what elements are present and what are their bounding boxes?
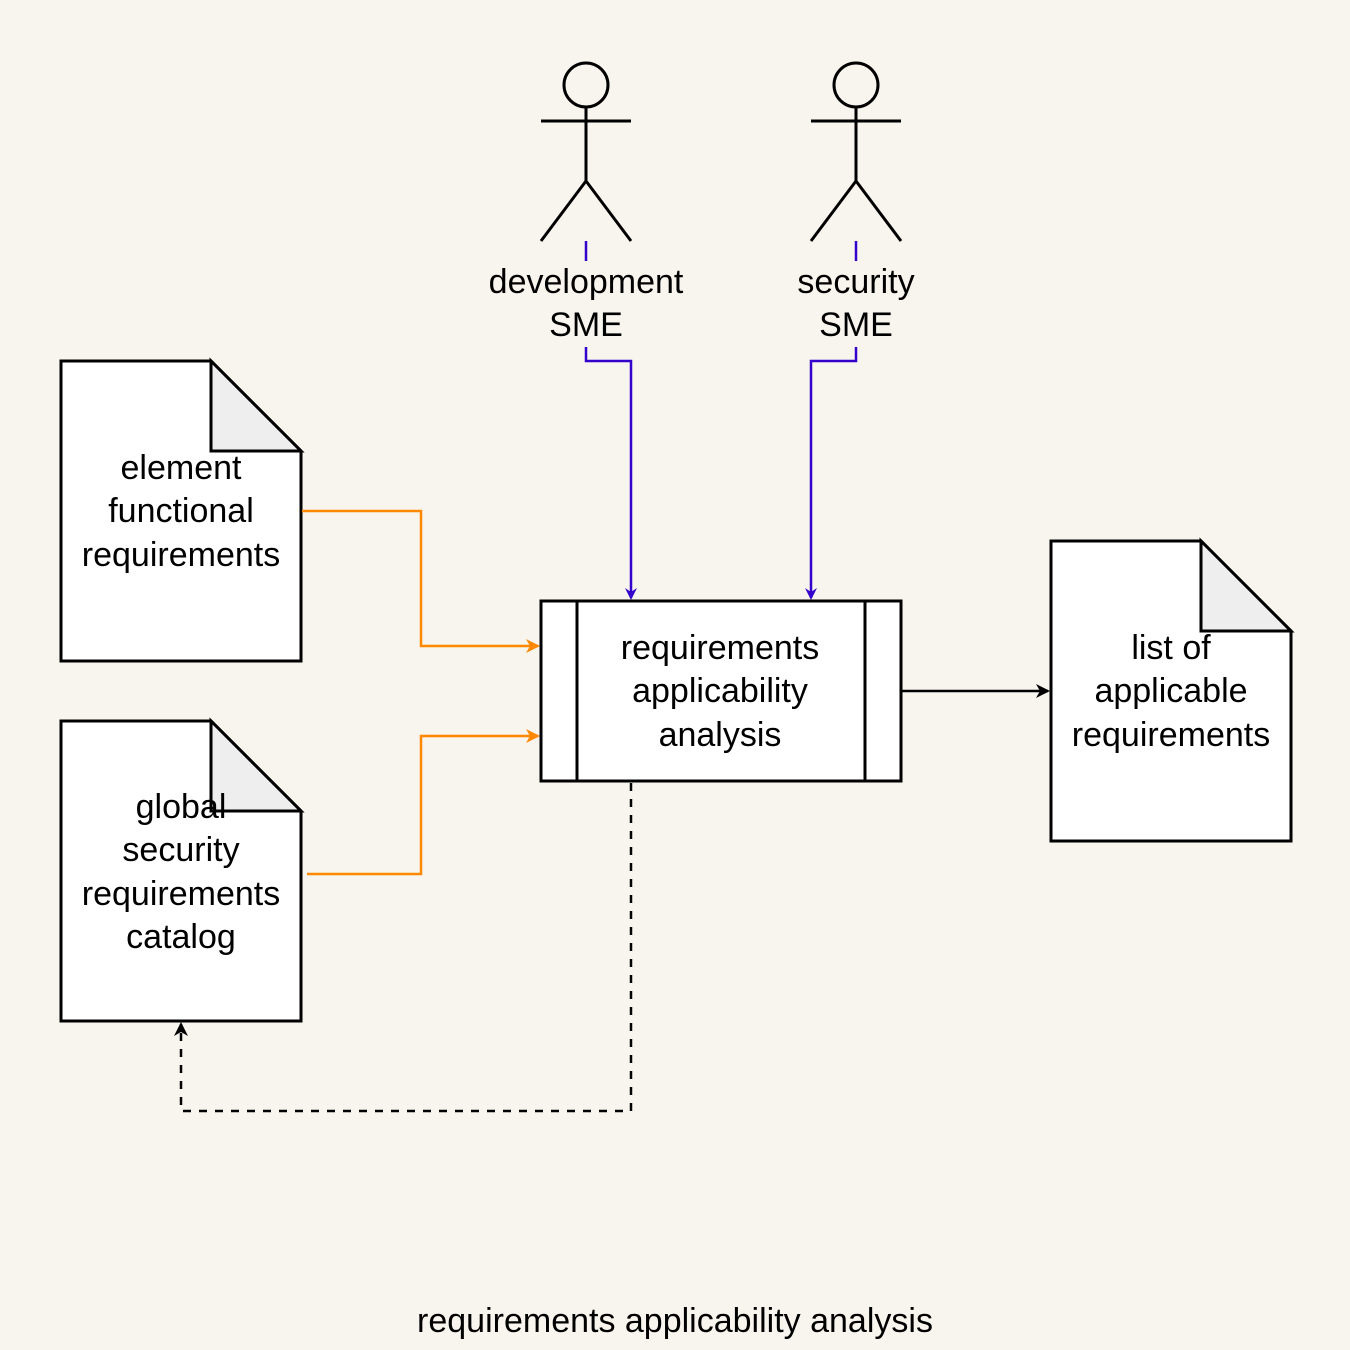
- process-label-line1: requirements: [621, 629, 819, 667]
- document-element-functional-requirements[interactable]: element functional requirements: [59, 357, 305, 663]
- document-functional-line1: element: [121, 449, 243, 487]
- document-output-line1: list of: [1131, 629, 1211, 667]
- stick-figure-icon: [539, 61, 633, 242]
- actor-security-sme[interactable]: security SME: [797, 61, 915, 344]
- document-fold: [1199, 537, 1295, 633]
- process-label-line2: applicability: [632, 672, 808, 710]
- edge-process-to-catalog-dashed[interactable]: [174, 783, 633, 1113]
- edge-functional-to-process[interactable]: [302, 509, 540, 653]
- document-catalog-line2: security: [122, 831, 239, 869]
- actor-development-label-line1: development: [489, 263, 684, 301]
- actor-development-label-line2: SME: [549, 306, 623, 344]
- edge-development-to-process[interactable]: [584, 241, 637, 600]
- edge-catalog-to-process[interactable]: [307, 729, 540, 876]
- document-fold: [209, 717, 305, 813]
- actor-security-label-line2: SME: [819, 306, 893, 344]
- document-global-security-requirements-catalog[interactable]: global security requirements catalog: [59, 717, 305, 1023]
- document-catalog-line3: requirements: [82, 875, 280, 913]
- actor-development-sme[interactable]: development SME: [489, 61, 684, 344]
- process-requirements-applicability-analysis[interactable]: requirements applicability analysis: [539, 599, 903, 783]
- process-label-line3: analysis: [659, 716, 782, 754]
- stick-figure-icon: [809, 61, 903, 242]
- document-output-line2: applicable: [1094, 672, 1247, 710]
- edge-security-to-process[interactable]: [805, 241, 858, 600]
- document-fold: [209, 357, 305, 453]
- document-functional-line3: requirements: [82, 536, 280, 574]
- document-shape: [59, 719, 303, 1023]
- document-output-line3: requirements: [1072, 716, 1270, 754]
- document-functional-line2: functional: [108, 492, 254, 530]
- actor-security-label-line1: security: [797, 263, 914, 301]
- document-list-of-applicable-requirements[interactable]: list of applicable requirements: [1049, 537, 1295, 843]
- process-box: [539, 599, 903, 783]
- document-catalog-line1: global: [136, 788, 227, 826]
- diagram-caption: requirements applicability analysis: [417, 1302, 933, 1340]
- document-catalog-line4: catalog: [126, 918, 236, 956]
